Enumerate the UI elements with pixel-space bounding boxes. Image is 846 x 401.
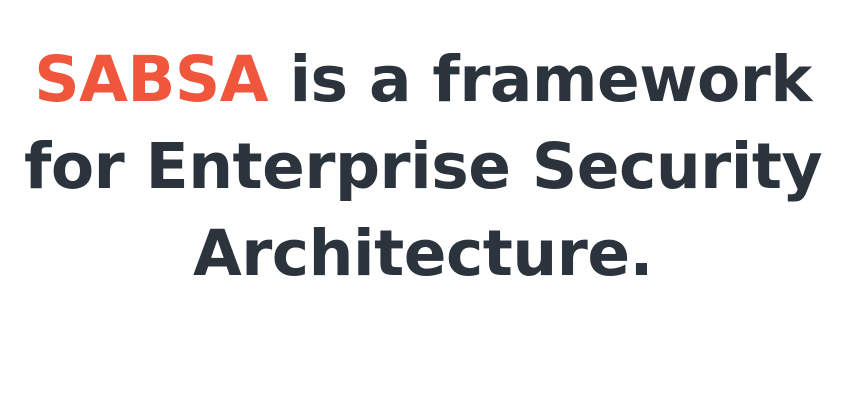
headline-line-1: SABSA is a framework [0,36,846,123]
headline-accent-word: SABSA [34,43,269,116]
headline-line-1-rest: is a framework [268,43,812,116]
headline-line-3: Architecture. [192,217,654,290]
headline-line-2: for Enterprise Security [23,130,823,203]
headline: SABSA is a framework for Enterprise Secu… [0,36,846,297]
